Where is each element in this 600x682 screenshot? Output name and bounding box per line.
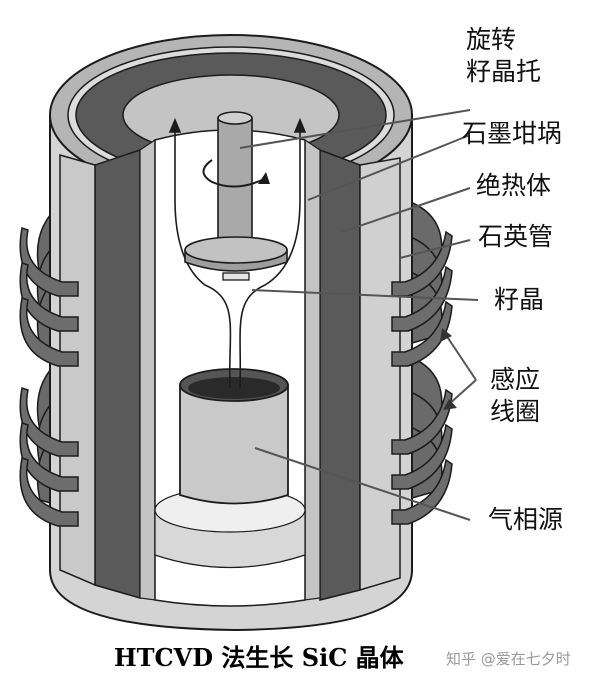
gas-flow-lines (168, 117, 307, 389)
label-induction-line1: 感应 (490, 365, 540, 394)
leader-lines (239, 109, 479, 521)
vapor-source-cylinder (179, 368, 289, 505)
label-seed-crystal: 籽晶 (494, 285, 544, 314)
label-rotating-line2: 籽晶托 (466, 57, 541, 86)
label-induction-line2: 线圈 (490, 397, 540, 426)
seed-crystal (222, 272, 250, 281)
label-graphite-crucible: 石墨坩埚 (462, 119, 562, 148)
induction-coil-left-front (19, 227, 79, 527)
label-quartz-tube: 石英管 (478, 222, 553, 251)
label-insulation: 绝热体 (476, 171, 551, 200)
induction-coil-right-front (391, 230, 453, 525)
watermark: 知乎 @爱在七夕时 (446, 650, 571, 668)
label-rotating-line1: 旋转 (466, 25, 516, 54)
rotating-seed-holder (184, 111, 288, 272)
figure-caption: HTCVD 法生长 SiC 晶体 (114, 643, 405, 672)
label-vapor-source: 气相源 (488, 505, 563, 534)
